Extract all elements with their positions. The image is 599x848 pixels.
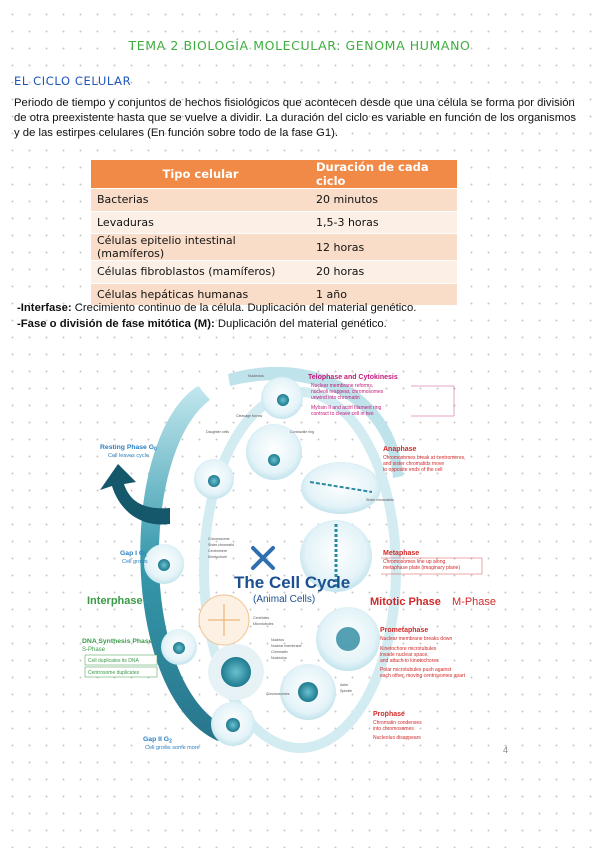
metaphase-line-2: metaphase plate (imaginary plane) — [383, 565, 460, 571]
table-cell: 20 minutos — [310, 188, 457, 211]
dna-synthesis-desc-1: Cell duplicates its DNA — [88, 658, 140, 664]
prophase-title: Prophase — [373, 711, 405, 718]
prometaphase-line-4: and attach to kinetochores — [380, 658, 439, 664]
table-cell: Células fibroblastos (mamíferos) — [91, 260, 310, 283]
page-title: TEMA 2 BIOLOGÍA MOLECULAR: GENOMA HUMANO — [128, 38, 471, 53]
mitotic-phase-label: Mitotic Phase — [370, 596, 441, 608]
table-header-duration: Duración de cada ciclo — [310, 160, 457, 189]
dna-synthesis-desc-2: Centrosome duplicates — [88, 670, 140, 676]
label-daughter-cells: Daughter cells — [206, 430, 229, 434]
interphase-term: -Interfase: — [17, 302, 72, 314]
label-microtubules: Microtubules — [253, 622, 274, 626]
cell-telophase — [246, 424, 302, 480]
gap1-desc: Cell grows — [122, 559, 148, 565]
table-header-cell-type: Tipo celular — [91, 160, 310, 189]
table-cell: Bacterias — [91, 188, 310, 211]
prophase-line-1: Chromatin condenses — [373, 720, 422, 726]
dna-synthesis-sub: S-Phase — [82, 647, 106, 653]
figure-subtitle: (Animal Cells) — [253, 594, 315, 605]
label-chromatin: Chromatin — [271, 650, 288, 654]
svg-text:Gap I G1: Gap I G1 — [120, 550, 147, 559]
label-cleavage-furrow: Cleavage furrow — [236, 414, 263, 418]
mitotic-phase-definition: -Fase o división de fase mitótica (M): D… — [17, 318, 387, 330]
cell-cycle-diagram: The Cell Cycle (Animal Cells) Interphase… — [82, 366, 496, 753]
svg-text:Resting Phase G0: Resting Phase G0 — [100, 444, 157, 453]
telophase-line-2: nucleoli reappear, chromosomes — [311, 389, 384, 395]
table-header-row: Tipo celular Duración de cada ciclo — [91, 160, 457, 189]
table-cell: 20 horas — [310, 260, 457, 283]
prometaphase-line-1: Nuclear membrane breaks down — [380, 636, 452, 642]
label-kinetochore: Kinetochore — [208, 555, 227, 559]
mitotic-phase-term: -Fase o división de fase mitótica (M): — [17, 318, 215, 330]
svg-text:Gap II G2: Gap II G2 — [143, 736, 172, 745]
anaphase-title: Anaphase — [383, 446, 417, 453]
gap2-subscript: 2 — [169, 739, 172, 745]
figure-title: The Cell Cycle — [234, 573, 350, 592]
metaphase-line-1: Chromosomes line up along — [383, 559, 445, 565]
label-chromosomes: Chromosomes — [266, 692, 290, 696]
table-row: Células hepáticas humanas 1 año — [91, 282, 457, 305]
prometaphase-line-2: Kinetochore microtubules — [380, 646, 437, 652]
interphase-text: Crecimiento continuo de la célula. Dupli… — [71, 302, 417, 314]
table-row: Levaduras 1,5-3 horas — [91, 210, 457, 234]
table-cell: Células hepáticas humanas — [91, 282, 310, 305]
label-sister-chromatids: Sister chromatids — [366, 498, 394, 502]
table-row: Células fibroblastos (mamíferos) 20 hora… — [91, 260, 457, 283]
anaphase-line-3: to opposite ends of the cell — [383, 467, 443, 473]
telophase-line-3: unwind into chromatin — [311, 395, 360, 401]
prometaphase-line-3: invade nuclear space, — [380, 652, 429, 658]
gap2-title: Gap II G — [143, 736, 169, 743]
table-cell: 1 año — [310, 282, 457, 305]
label-sister-chromatid: Sister chromatid — [208, 543, 234, 547]
m-phase-label: M-Phase — [452, 596, 496, 608]
prometaphase-line-6: each other, moving centrosomes apart — [380, 673, 466, 679]
section-title: EL CICLO CELULAR — [14, 74, 132, 88]
telophase-line-5: contract to cleave cell in two — [311, 411, 374, 417]
label-aster: Aster — [340, 683, 349, 687]
cell-cycle-duration-table: Tipo celular Duración de cada ciclo Bact… — [91, 160, 457, 305]
label-centrioles: Centrioles — [253, 616, 269, 620]
label-nucleolus: Nucleolus — [248, 374, 264, 378]
resting-phase-subscript: 0 — [154, 447, 157, 453]
dna-synthesis-title: DNA Synthesis Phase — [82, 638, 153, 645]
metaphase-title: Metaphase — [383, 550, 419, 557]
interphase-label: Interphase — [87, 595, 143, 607]
gap2-desc: Cell grows some more — [145, 745, 200, 751]
telophase-line-1: Nuclear membrane reforms, — [311, 383, 373, 389]
label-chromosome: Chromosome — [208, 537, 230, 541]
cell-illustrations — [144, 377, 381, 746]
resting-phase-title: Resting Phase G — [100, 444, 154, 451]
label-nucleolus-2: Nucleolus — [271, 656, 287, 660]
interphase-definition: -Interfase: Crecimiento continuo de la c… — [17, 302, 416, 314]
prophase-line-2: into chromosomes — [373, 726, 414, 732]
resting-phase-desc: Cell leaves cycle — [108, 453, 149, 459]
prometaphase-title: Prometaphase — [380, 627, 428, 634]
gap1-subscript: 1 — [144, 553, 147, 559]
table-cell: Levaduras — [91, 210, 310, 234]
page-number: 4 — [503, 745, 509, 755]
telophase-line-4: Myosin II and actin filament ring — [311, 405, 382, 411]
table-cell: 12 horas — [310, 233, 457, 261]
table-cell: Células epitelio intestinal (mamíferos) — [91, 233, 310, 261]
table-row: Células epitelio intestinal (mamíferos) … — [91, 233, 457, 261]
mitotic-phase-text: Duplicación del material genético. — [214, 318, 387, 330]
label-contractile-ring: Contractile ring — [290, 430, 314, 434]
telophase-title: Telophase and Cytokinesis — [308, 374, 398, 381]
cell-cycle-figure: The Cell Cycle (Animal Cells) Interphase… — [78, 356, 523, 758]
intro-paragraph: Periodo de tiempo y conjuntos de hechos … — [14, 97, 577, 139]
label-nuclear-membrane: Nuclear membrane — [271, 644, 302, 648]
table-row: Bacterias 20 minutos — [91, 188, 457, 211]
chromosome-detail — [251, 546, 275, 570]
gap1-title: Gap I G — [120, 550, 144, 557]
anaphase-line-1: Chromosomes break at centromeres, — [383, 455, 466, 461]
label-nucleus: Nucleus — [271, 638, 284, 642]
prophase-line-3: Nucleolus disappears — [373, 735, 421, 741]
label-spindle: Spindle — [340, 689, 352, 693]
prometaphase-line-5: Polar microtubules push against — [380, 667, 452, 673]
anaphase-line-2: and sister chromatids move — [383, 461, 444, 467]
table-cell: 1,5-3 horas — [310, 210, 457, 234]
label-centromere: Centromere — [208, 549, 227, 553]
